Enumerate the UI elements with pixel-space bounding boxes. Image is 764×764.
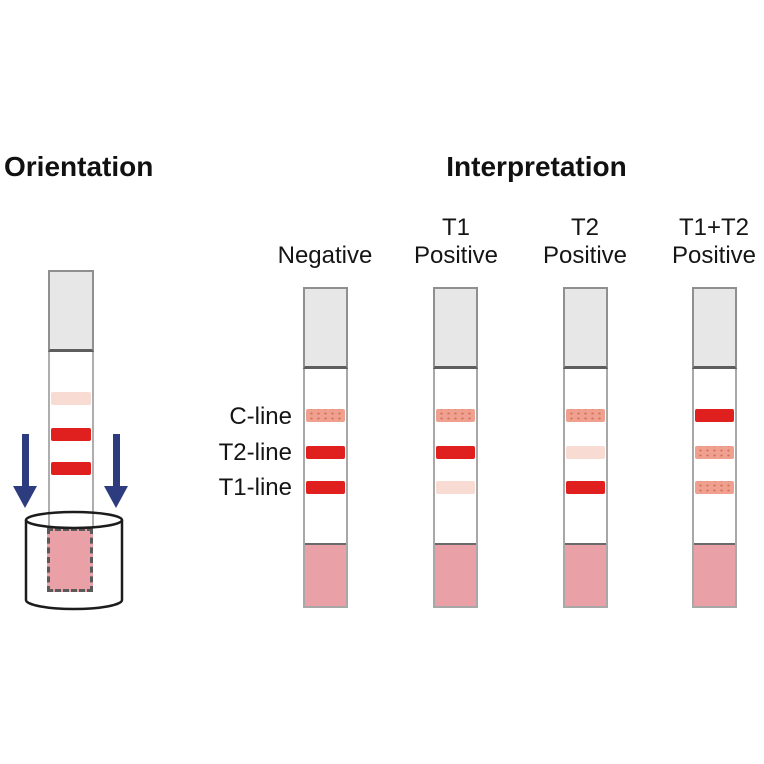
- t1-line-band: [51, 462, 91, 475]
- c-line-band: [695, 409, 734, 422]
- c-line-band: [306, 409, 345, 422]
- immersed-sample-pad: [47, 528, 93, 592]
- down-arrow-right-icon: [104, 434, 128, 508]
- column-label-t2-positive: T2 Positive: [520, 214, 650, 270]
- cup-rim: [24, 510, 124, 530]
- column-label-t1-positive: T1 Positive: [391, 214, 521, 270]
- t2-line-band: [51, 428, 91, 441]
- orientation-strip: [48, 270, 94, 528]
- column-label-negative: Negative: [260, 214, 390, 270]
- t2-line-band: [695, 446, 734, 459]
- sample-cup: [24, 510, 124, 611]
- interpretation-title: Interpretation: [446, 151, 627, 182]
- test-strip-t2-positive: [563, 287, 608, 608]
- test-strip-t1-positive: [433, 287, 478, 608]
- t1-line-band: [566, 481, 605, 494]
- arrow-shaft: [112, 434, 120, 486]
- orientation-title: Orientation: [4, 151, 154, 182]
- line-label-t1: T1-line: [218, 474, 292, 501]
- down-arrow-left-icon: [13, 434, 37, 508]
- column-label-line2: Positive: [671, 242, 757, 269]
- column-label-line2: Negative: [277, 242, 373, 269]
- arrow-shaft: [21, 434, 29, 486]
- sample-pad: [694, 543, 735, 606]
- c-line-band: [566, 409, 605, 422]
- t2-line-band: [436, 446, 475, 459]
- column-label-line2: Positive: [542, 242, 628, 269]
- c-line-band: [436, 409, 475, 422]
- arrow-head: [13, 486, 37, 508]
- line-label-t2: T2-line: [218, 439, 292, 466]
- test-strip-t1-t2-positive: [692, 287, 737, 608]
- t1-line-band: [436, 481, 475, 494]
- sample-pad: [305, 543, 346, 606]
- t2-line-band: [306, 446, 345, 459]
- column-label-line1: T1: [441, 214, 470, 241]
- column-label-line1: T1+T2: [678, 214, 750, 241]
- strip-top-handle: [48, 270, 94, 352]
- c-line-band: [51, 392, 91, 405]
- line-label-c: C-line: [229, 403, 292, 430]
- t2-line-band: [566, 446, 605, 459]
- t1-line-band: [695, 481, 734, 494]
- cup-body: [24, 520, 124, 611]
- strip-top-handle: [433, 287, 478, 369]
- strip-top-handle: [692, 287, 737, 369]
- sample-pad: [565, 543, 606, 606]
- test-strip-negative: [303, 287, 348, 608]
- column-label-line1: T2: [570, 214, 599, 241]
- sample-pad: [435, 543, 476, 606]
- strip-top-handle: [303, 287, 348, 369]
- column-label-t1-t2-positive: T1+T2 Positive: [649, 214, 764, 270]
- arrow-head: [104, 486, 128, 508]
- column-label-line2: Positive: [413, 242, 499, 269]
- t1-line-band: [306, 481, 345, 494]
- strip-top-handle: [563, 287, 608, 369]
